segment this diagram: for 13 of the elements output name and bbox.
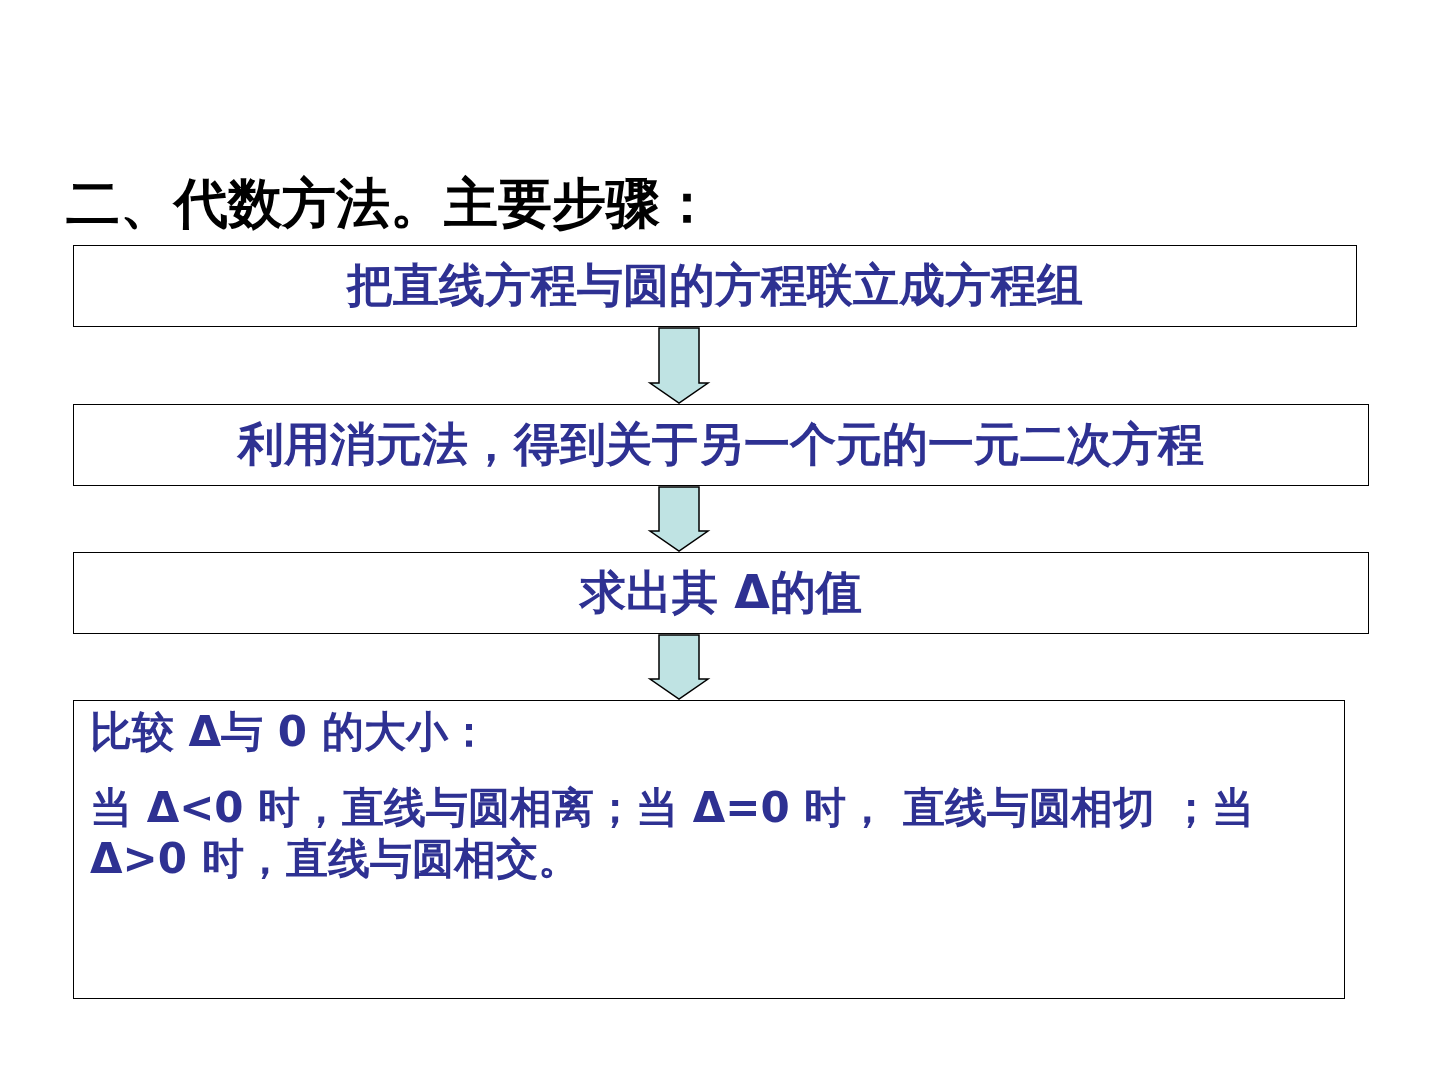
heading: 二、代数方法。主要步骤：	[66, 171, 714, 237]
step-text: 比较 Δ与 0 的大小：	[90, 707, 491, 758]
block-arrow	[647, 486, 711, 552]
step-text: 利用消元法，得到关于另一个元的一元二次方程	[238, 417, 1204, 473]
process-box	[73, 245, 1357, 327]
process-box	[73, 700, 1345, 999]
process-box	[73, 552, 1369, 634]
step-text: 求出其 Δ的值	[580, 565, 862, 621]
block-arrow	[647, 634, 711, 700]
step-text: 把直线方程与圆的方程联立成方程组	[347, 258, 1083, 314]
process-box	[73, 404, 1369, 486]
block-arrow	[647, 327, 711, 404]
step-text: 当 Δ<0 时，直线与圆相离；当 Δ=0 时， 直线与圆相切 ；当 Δ>0 时，直线与圆相交。	[90, 783, 1255, 885]
